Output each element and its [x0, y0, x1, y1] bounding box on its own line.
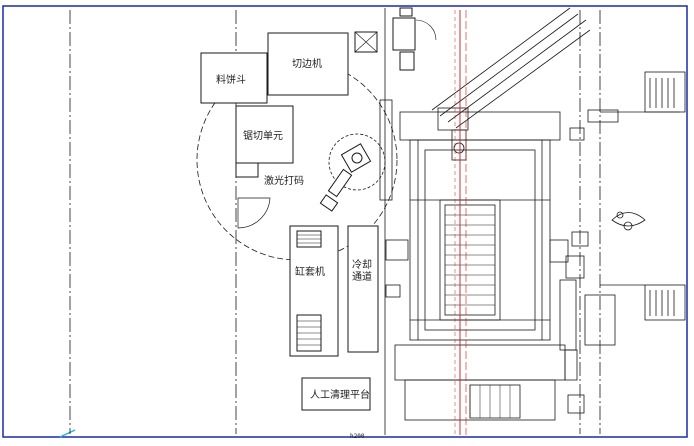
diagonal-conveyor	[431, 7, 591, 129]
saw-unit-base	[235, 162, 259, 178]
cleaning-platform-box	[301, 377, 371, 411]
top-cabinet-4	[399, 7, 413, 17]
small-reach-circle	[328, 133, 386, 191]
sleeve-machine-label: 缸套机	[295, 265, 325, 278]
material-hopper-box	[200, 52, 268, 104]
bottom-code: h200	[350, 433, 365, 440]
die-casting-machine	[379, 99, 578, 421]
top-cabinet-3	[399, 51, 415, 71]
trim-machine-box	[267, 32, 349, 96]
top-door-swing	[415, 19, 437, 41]
cooling-channel-label-1: 冷却	[352, 258, 372, 271]
saw-unit-box	[235, 105, 294, 164]
cyan-marker	[59, 429, 76, 438]
cooling-channel-label-2: 通道	[352, 270, 372, 283]
top-cabinet-2	[392, 17, 416, 51]
saw-unit-label: 锯切单元	[243, 130, 283, 142]
right-side-equipment	[565, 71, 686, 414]
cleaning-platform-label: 人工清理平台	[310, 388, 370, 401]
press-hatching	[445, 214, 511, 418]
material-hopper-label: 料饼斗	[216, 73, 246, 86]
marking-label: 激光打码	[264, 174, 304, 187]
trim-machine-label: 切边机	[292, 57, 322, 70]
sleeve-machine-box	[289, 225, 339, 357]
door-swing	[237, 197, 271, 229]
top-cabinet-1	[354, 31, 378, 53]
robot-arm	[319, 143, 372, 212]
sleeve-hatching	[297, 234, 321, 346]
ladle-arm	[437, 107, 469, 161]
cooling-channel-box	[347, 225, 379, 353]
drawing-frame	[2, 5, 688, 438]
